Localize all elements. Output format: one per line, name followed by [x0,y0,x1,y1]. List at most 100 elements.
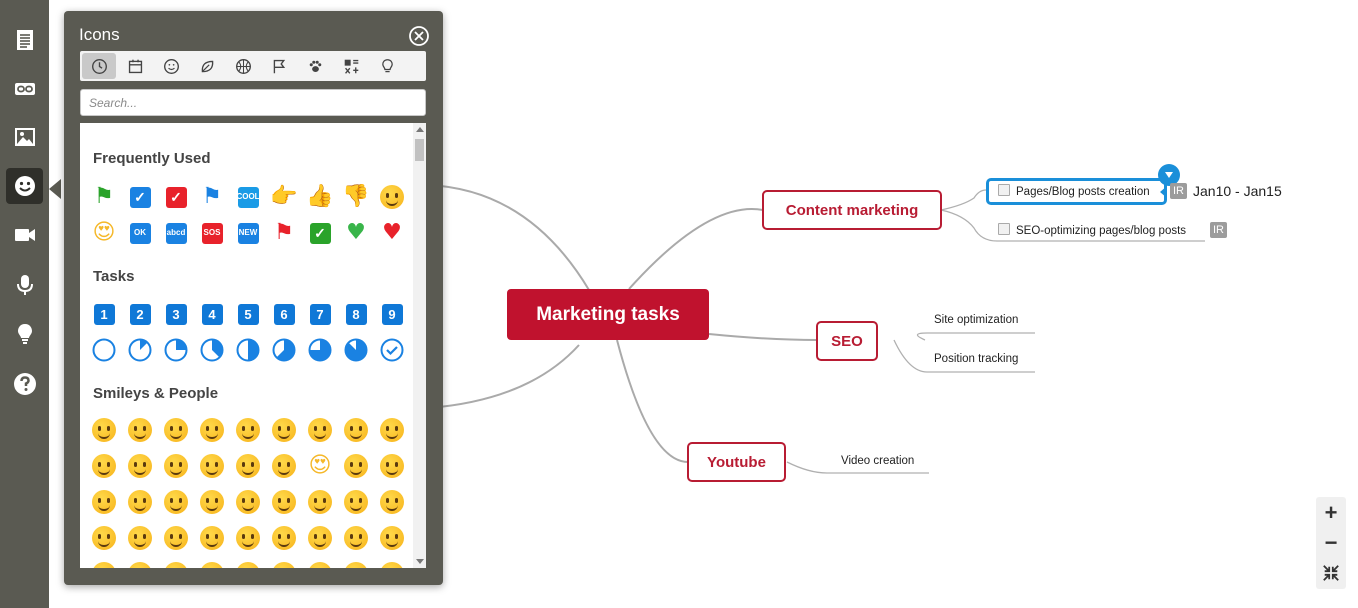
scroll-up-arrow[interactable] [416,127,424,132]
icon-cell[interactable]: ✓ [302,215,338,251]
mindmap-canvas[interactable]: Marketing tasks Content marketing SEO Yo… [49,0,1358,608]
icon-cell[interactable] [374,520,410,556]
icon-cell[interactable]: 9 [374,296,410,332]
central-topic[interactable]: Marketing tasks [507,289,709,340]
icon-cell[interactable] [122,332,158,368]
icon-cell[interactable] [86,484,122,520]
notes-button[interactable] [6,22,43,58]
icon-cell[interactable] [230,520,266,556]
icon-cell[interactable] [374,179,410,215]
subtopic-site-optimization[interactable]: Site optimization [934,314,1019,326]
icon-cell[interactable] [374,556,410,568]
tab-animals[interactable] [298,53,332,79]
zoom-in-button[interactable]: + [1324,500,1338,525]
icon-cell[interactable] [158,484,194,520]
icon-cell[interactable] [230,448,266,484]
scroll-down-arrow[interactable] [416,559,424,564]
link-button[interactable] [6,71,43,107]
selection-handle[interactable] [1160,186,1167,198]
icon-cell[interactable] [158,332,194,368]
icon-cell[interactable]: 😍 [302,448,338,484]
tab-calendar[interactable] [118,53,152,79]
tab-nature[interactable] [190,53,224,79]
icon-cell[interactable]: NEW [230,215,266,251]
icon-cell[interactable] [194,556,230,568]
icon-cell[interactable] [194,520,230,556]
resource-badge[interactable]: IR [1170,183,1187,199]
icon-cell[interactable] [266,412,302,448]
icon-cell[interactable] [338,332,374,368]
icon-cell[interactable] [374,412,410,448]
audio-button[interactable] [6,267,43,303]
icon-cell[interactable]: ✓ [158,179,194,215]
icon-cell[interactable] [230,412,266,448]
icon-cell[interactable] [338,484,374,520]
icon-cell[interactable] [266,484,302,520]
icon-cell[interactable] [86,448,122,484]
icon-cell[interactable] [86,412,122,448]
icon-cell[interactable]: 8 [338,296,374,332]
icon-cell[interactable]: 7 [302,296,338,332]
fit-to-screen-button[interactable] [1316,558,1346,588]
icon-cell[interactable]: ⚑ [86,179,122,215]
topic-seo[interactable]: SEO [816,321,878,361]
icon-cell[interactable]: OK [122,215,158,251]
icon-cell[interactable] [122,484,158,520]
task-checkbox[interactable] [998,184,1010,196]
icon-cell[interactable]: COOL [230,179,266,215]
icon-cell[interactable] [86,332,122,368]
icon-cell[interactable] [266,520,302,556]
icon-cell[interactable]: ♥ [374,215,410,251]
icon-cell[interactable] [374,484,410,520]
zoom-out-button[interactable]: − [1324,530,1338,555]
topic-youtube[interactable]: Youtube [687,442,786,482]
tab-flags[interactable] [262,53,296,79]
icon-cell[interactable] [158,412,194,448]
icon-cell[interactable] [158,448,194,484]
icon-cell[interactable]: 5 [230,296,266,332]
icon-cell[interactable] [338,412,374,448]
tab-symbols[interactable] [334,53,368,79]
topic-content-marketing[interactable]: Content marketing [762,190,942,230]
icon-cell[interactable]: 4 [194,296,230,332]
icon-list-scrollbar[interactable] [413,123,426,568]
icon-cell[interactable] [302,556,338,568]
image-button[interactable] [6,119,43,155]
icon-cell[interactable] [302,412,338,448]
icon-cell[interactable]: ♥ [338,215,374,251]
node-menu-button[interactable] [1158,164,1180,186]
tab-recent[interactable] [82,53,116,79]
icon-cell[interactable] [122,412,158,448]
icon-cell[interactable] [122,556,158,568]
icon-cell[interactable] [302,484,338,520]
icon-cell[interactable] [122,448,158,484]
tab-smileys[interactable] [154,53,188,79]
icon-cell[interactable] [230,332,266,368]
icon-cell[interactable]: 👍 [302,179,338,215]
video-button[interactable] [6,217,43,253]
icon-cell[interactable]: abcd [158,215,194,251]
icon-cell[interactable] [338,556,374,568]
icon-cell[interactable] [230,556,266,568]
icon-cell[interactable] [302,520,338,556]
icon-cell[interactable]: 3 [158,296,194,332]
icon-cell[interactable] [194,412,230,448]
icon-cell[interactable]: 2 [122,296,158,332]
icons-button[interactable] [6,168,43,204]
subtopic-video-creation[interactable]: Video creation [841,455,915,467]
help-button[interactable] [6,366,43,402]
close-button[interactable] [408,25,430,47]
icon-cell[interactable]: ⚑ [194,179,230,215]
icon-cell[interactable]: ✓ [122,179,158,215]
icon-cell[interactable]: 1 [86,296,122,332]
scroll-thumb[interactable] [415,139,424,161]
icon-cell[interactable]: ⚑ [266,215,302,251]
icon-cell[interactable] [86,556,122,568]
icon-cell[interactable] [158,556,194,568]
icon-cell[interactable]: 6 [266,296,302,332]
icon-cell[interactable] [194,332,230,368]
icon-cell[interactable]: 👉 [266,179,302,215]
ideas-button[interactable] [6,316,43,352]
tab-objects[interactable] [370,53,404,79]
subtopic-seo-optimizing[interactable]: SEO-optimizing pages/blog posts [998,223,1186,237]
